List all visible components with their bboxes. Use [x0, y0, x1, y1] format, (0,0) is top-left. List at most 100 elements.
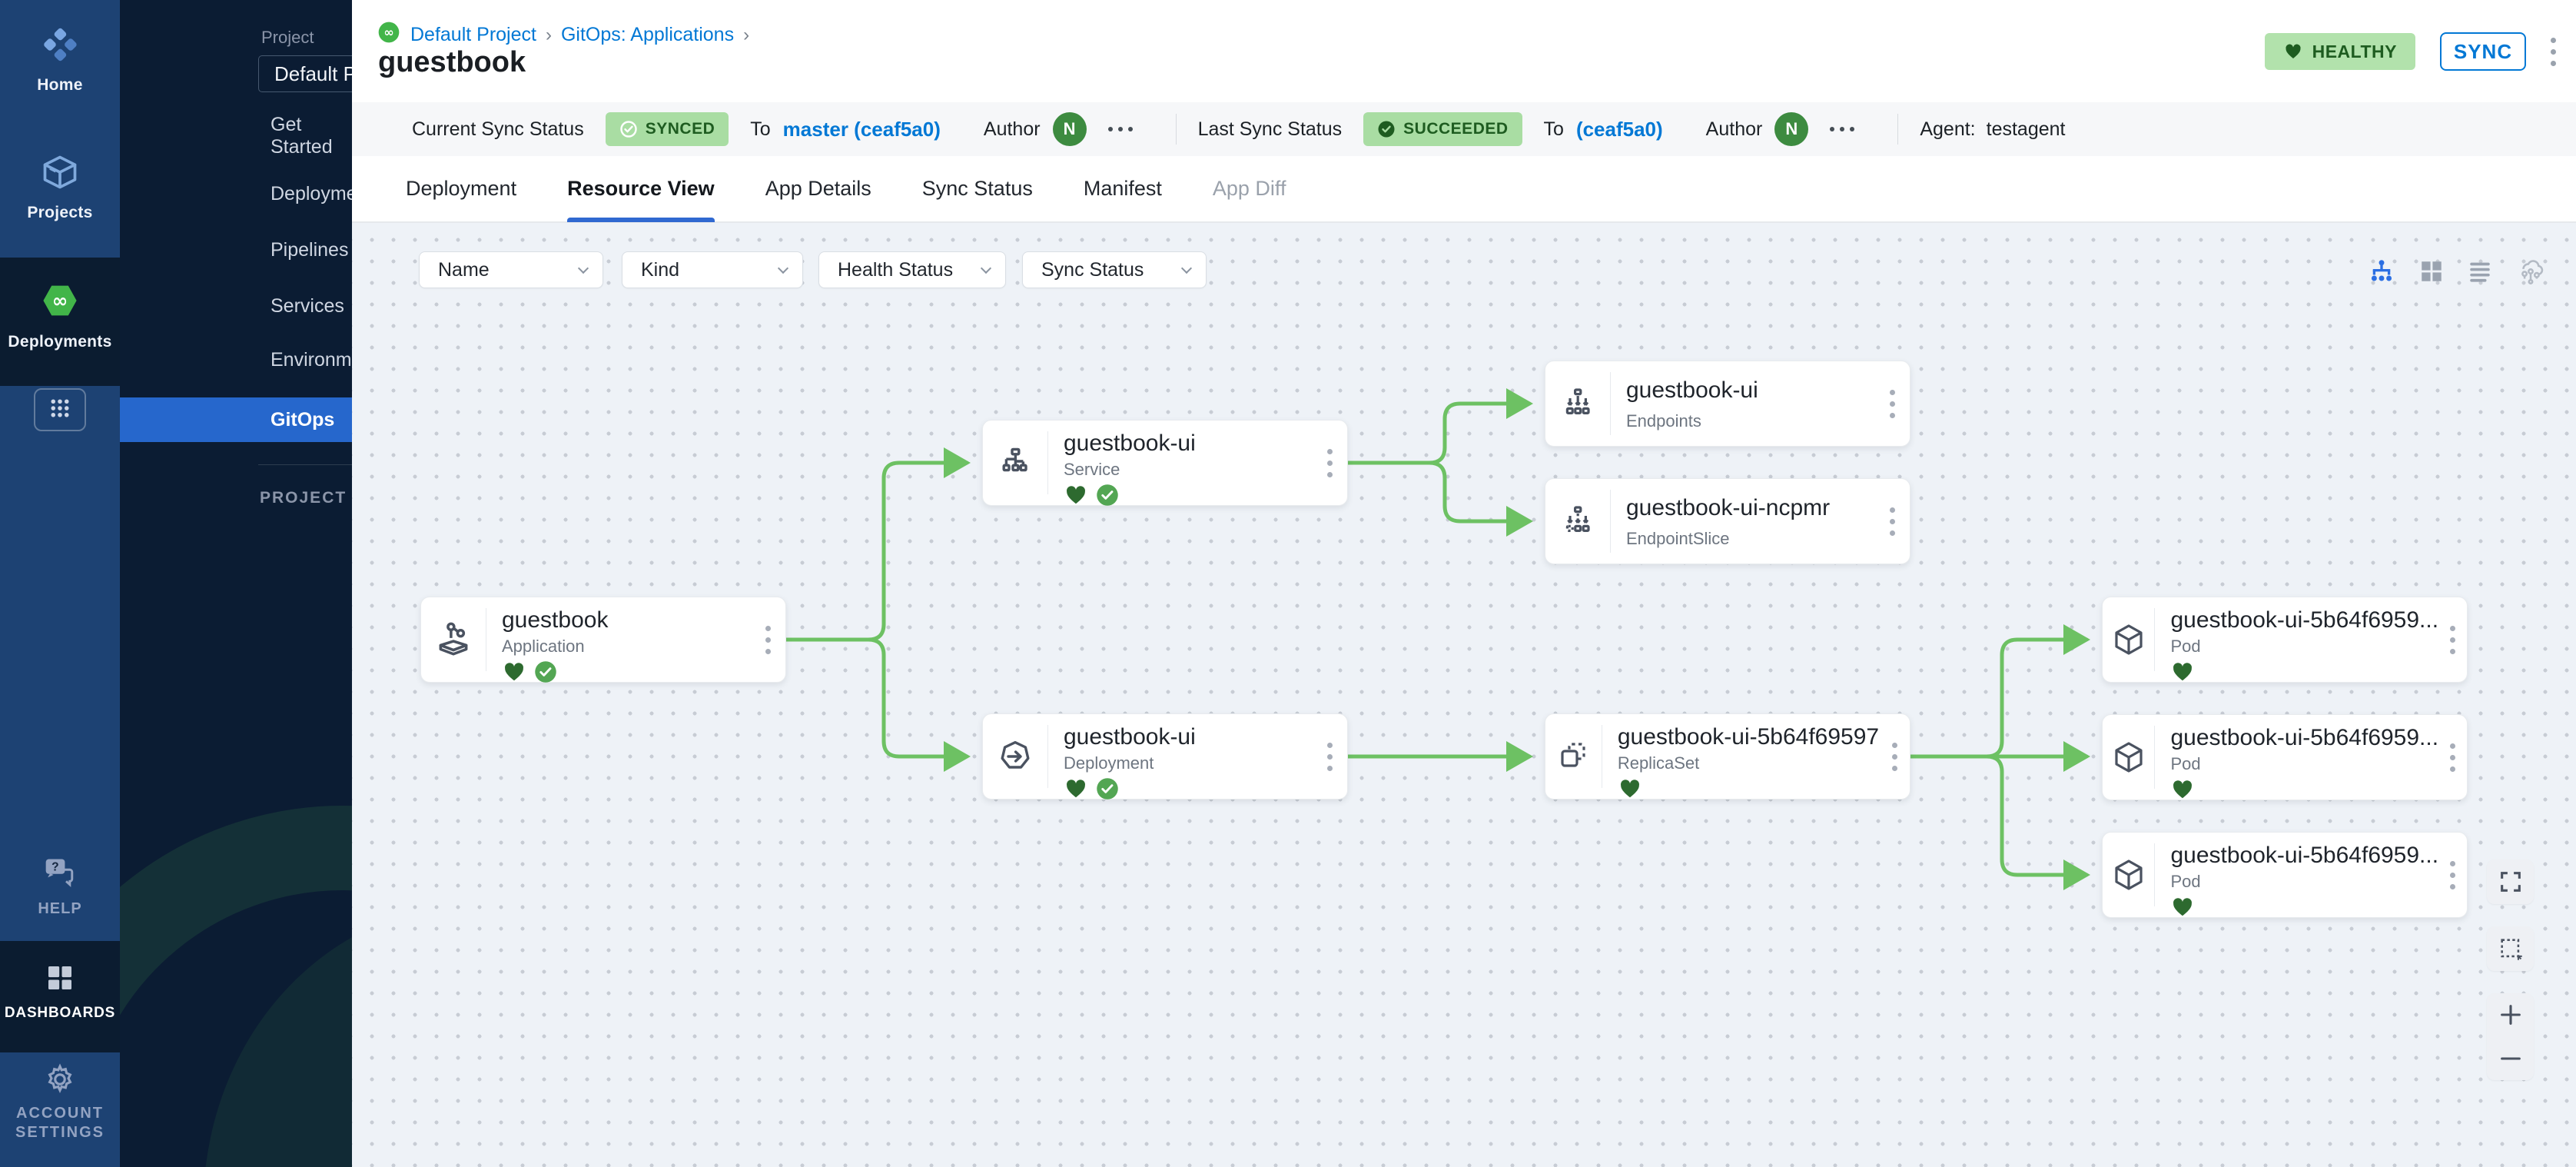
tab-app-details[interactable]: App Details — [765, 177, 871, 200]
healthy-heart-icon — [1620, 780, 1639, 798]
check-circle-icon — [1378, 121, 1395, 138]
node-pod-1[interactable]: guestbook-ui-5b64f6959... Pod — [2102, 597, 2468, 683]
rail-item-account-settings[interactable]: ACCOUNT SETTINGS — [0, 1062, 120, 1142]
grid-icon — [48, 397, 71, 424]
deployment-icon — [983, 725, 1048, 788]
node-service-guestbook-ui[interactable]: guestbook-ui Service — [982, 420, 1348, 506]
box-select-button[interactable] — [2487, 926, 2534, 971]
sidebar-item-gitops[interactable]: GitOps — [120, 397, 352, 442]
list-view-toggle[interactable] — [2465, 257, 2495, 286]
rail-item-label: Projects — [27, 204, 93, 221]
node-endpoints-guestbook-ui[interactable]: guestbook-ui Endpoints — [1545, 361, 1910, 447]
pod-icon — [2103, 608, 2156, 671]
heart-icon — [2286, 44, 2301, 58]
grid-view-toggle[interactable] — [2417, 257, 2446, 286]
commit-more-button[interactable] — [1107, 127, 1133, 131]
resource-tree-canvas[interactable]: Name Kind Health Status Sync Status — [352, 223, 2576, 1167]
node-replicaset-guestbook-ui-5b64f69597[interactable]: guestbook-ui-5b64f69597 ReplicaSet — [1545, 713, 1910, 800]
node-name: guestbook-ui-ncpmr — [1626, 495, 1831, 520]
breadcrumb: ∞ Default Project › GitOps: Applications… — [377, 20, 749, 50]
author-avatar: N — [1774, 112, 1809, 146]
synced-check-icon — [1097, 484, 1118, 506]
rail-item-label: HELP — [38, 900, 82, 917]
fullscreen-button[interactable] — [2487, 859, 2534, 904]
node-menu-button[interactable] — [2438, 597, 2467, 682]
commit-more-button[interactable] — [1830, 127, 1855, 131]
node-menu-button[interactable] — [1874, 479, 1910, 564]
breadcrumb-link-project[interactable]: Default Project — [410, 24, 536, 45]
current-revision-link[interactable]: master (ceaf5a0) — [782, 117, 941, 141]
sidebar-item-deployments[interactable]: Deployments — [271, 182, 352, 204]
node-menu-button[interactable] — [750, 597, 785, 682]
dashboards-module-highlight — [0, 941, 120, 1052]
project-selector[interactable]: Default Project — [258, 55, 352, 92]
healthy-heart-icon — [1067, 780, 1085, 798]
tree-view-icon — [2371, 260, 2392, 281]
status-divider — [1897, 114, 1899, 145]
chevron-down-icon — [577, 262, 589, 274]
zoom-out-button[interactable] — [2498, 1046, 2524, 1072]
module-switcher-button[interactable] — [34, 388, 86, 431]
cluster-view-toggle[interactable] — [2516, 257, 2545, 286]
tab-deployment[interactable]: Deployment — [406, 177, 517, 200]
tab-app-diff[interactable]: App Diff — [1212, 177, 1286, 200]
node-pod-2[interactable]: guestbook-ui-5b64f6959... Pod — [2102, 714, 2468, 800]
page-header: ∞ Default Project › GitOps: Applications… — [352, 0, 2576, 102]
node-kind: Pod — [2170, 754, 2201, 773]
node-menu-button[interactable] — [1312, 421, 1347, 505]
node-menu-button[interactable] — [1874, 361, 1910, 446]
module-rail: Home Projects ∞ Deployments ? HELP — [0, 0, 120, 1167]
filter-kind[interactable]: Kind — [622, 251, 803, 288]
sync-button[interactable]: SYNC — [2440, 32, 2526, 71]
rail-item-label: DASHBOARDS — [4, 1005, 116, 1021]
sidebar-item-pipelines[interactable]: Pipelines — [271, 238, 349, 261]
app-menu-button[interactable] — [2551, 37, 2556, 66]
node-application-guestbook[interactable]: guestbook Application — [420, 597, 786, 683]
gitops-logo-icon: ∞ — [377, 20, 401, 50]
sidebar-item-get-started[interactable]: Get Started — [271, 114, 333, 158]
breadcrumb-link-gitops-applications[interactable]: GitOps: Applications — [560, 24, 735, 45]
node-menu-button[interactable] — [1312, 714, 1347, 799]
node-menu-button[interactable] — [2438, 833, 2467, 917]
filter-name[interactable]: Name — [419, 251, 603, 288]
application-icon — [421, 608, 486, 671]
tab-sync-status[interactable]: Sync Status — [921, 177, 1033, 200]
node-kind: Deployment — [1064, 753, 1154, 773]
rail-item-dashboards[interactable]: DASHBOARDS — [0, 963, 120, 1022]
rail-item-help[interactable]: ? HELP — [0, 855, 120, 918]
filter-health-status[interactable]: Health Status — [818, 251, 1006, 288]
node-kind: Endpoints — [1626, 411, 1701, 431]
endpoints-icon — [1545, 372, 1611, 435]
tree-view-toggle[interactable] — [2367, 257, 2396, 286]
zoom-controls — [2487, 993, 2534, 1080]
synced-check-icon — [1097, 778, 1118, 800]
node-endpointslice-guestbook-ui-ncpmr[interactable]: guestbook-ui-ncpmr EndpointSlice — [1545, 478, 1910, 564]
rail-item-home[interactable]: Home — [0, 25, 120, 95]
last-revision-link[interactable]: (ceaf5a0) — [1575, 117, 1663, 141]
svg-text:∞: ∞ — [52, 290, 68, 312]
chevron-down-icon — [980, 262, 992, 274]
cluster-view-icon — [2521, 260, 2544, 284]
node-name: guestbook-ui — [1064, 431, 1196, 456]
main-content: ∞ Default Project › GitOps: Applications… — [352, 0, 2576, 1167]
replicaset-icon — [1545, 725, 1602, 788]
list-view-icon — [2470, 262, 2490, 282]
node-menu-button[interactable] — [1879, 714, 1910, 799]
sidebar-item-services[interactable]: Services — [271, 294, 344, 317]
rail-item-deployments[interactable]: ∞ Deployments — [0, 280, 120, 351]
node-pod-3[interactable]: guestbook-ui-5b64f6959... Pod — [2102, 832, 2468, 918]
tab-manifest[interactable]: Manifest — [1083, 177, 1162, 200]
tab-resource-view[interactable]: Resource View — [567, 155, 715, 222]
node-deployment-guestbook-ui[interactable]: guestbook-ui Deployment — [982, 713, 1348, 800]
sidebar-item-environments[interactable]: Environments — [271, 348, 352, 371]
synced-badge: SYNCED — [605, 112, 729, 146]
node-name: guestbook-ui-5b64f6959... — [2170, 843, 2439, 868]
project-setup-toggle[interactable]: PROJECT SETUP — [260, 489, 352, 507]
zoom-in-button[interactable] — [2498, 1002, 2524, 1028]
filter-sync-status[interactable]: Sync Status — [1022, 251, 1207, 288]
home-icon — [40, 25, 80, 68]
rail-item-projects[interactable]: Projects — [0, 152, 120, 222]
node-name: guestbook-ui — [1626, 377, 1758, 403]
node-menu-button[interactable] — [2438, 715, 2467, 800]
